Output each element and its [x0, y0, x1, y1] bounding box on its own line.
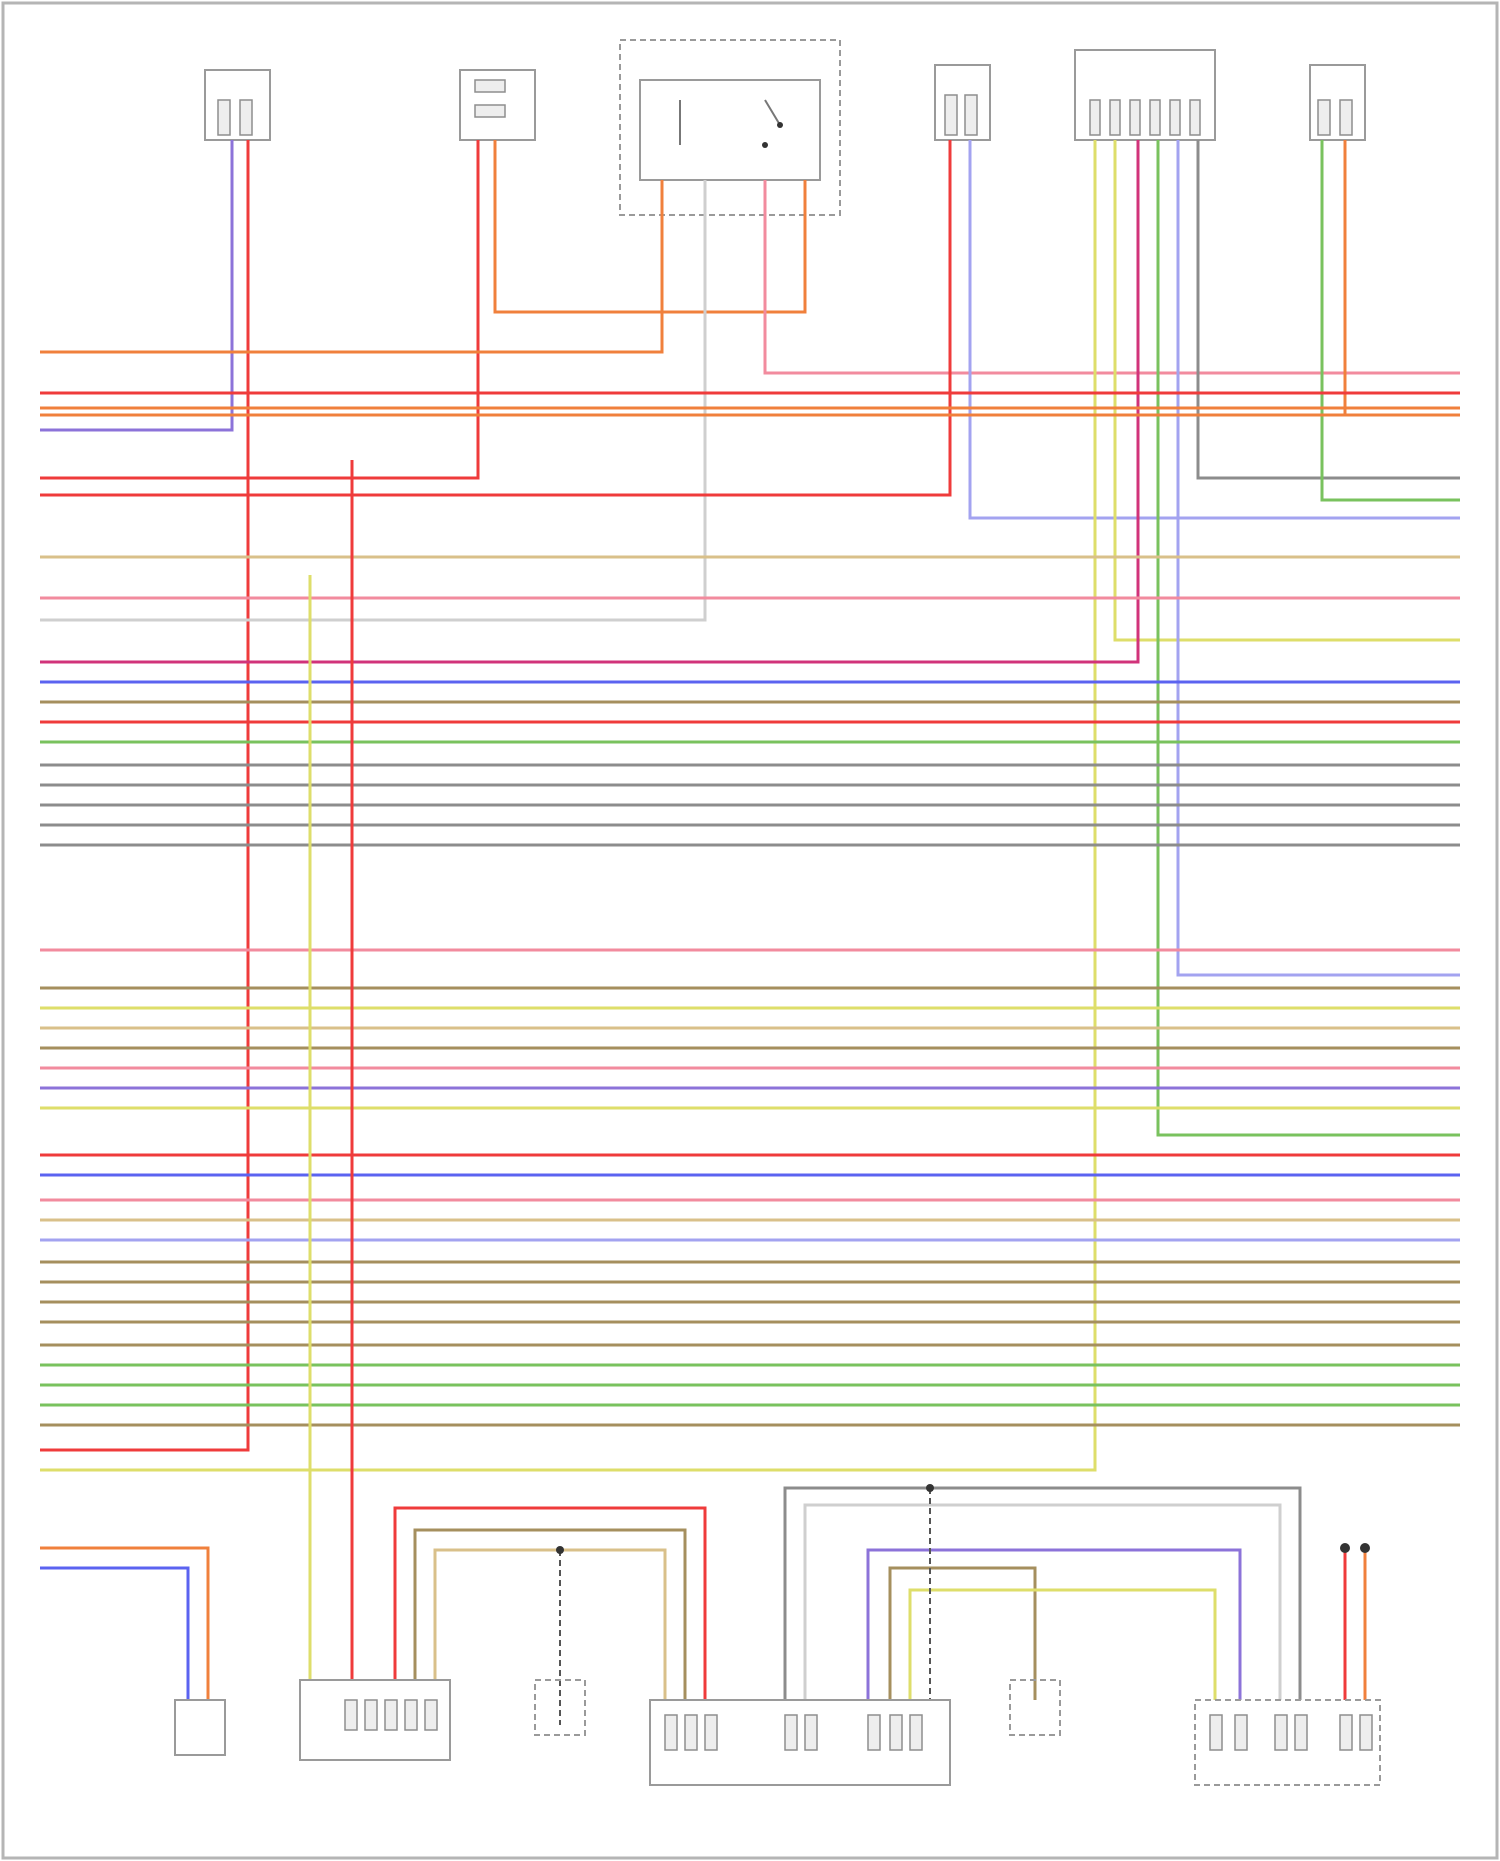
bottom-component-4 — [650, 1700, 950, 1785]
wire-orange-left — [40, 1548, 208, 1700]
wire-blue-top4 — [970, 140, 1460, 518]
wire-yellow-top5b — [1115, 140, 1460, 640]
wire-blue-left — [40, 1568, 188, 1700]
wire-lightgray-frame — [805, 1505, 1280, 1700]
wire-yellow-frame — [910, 1590, 1215, 1700]
bottom-component-2 — [300, 1680, 450, 1760]
top-component-4 — [935, 65, 990, 140]
wire-tan-loop — [435, 1550, 665, 1700]
wire-gray-top3 — [40, 180, 705, 620]
splice-point — [926, 1484, 934, 1492]
splice-point — [1340, 1543, 1350, 1553]
wire-red-top2 — [40, 140, 478, 478]
wire-purple-frame — [868, 1550, 1240, 1700]
wire-pink-top3 — [765, 180, 1460, 373]
diagram-border — [3, 3, 1497, 1858]
wire-gray-frame — [785, 1488, 1300, 1700]
wire-green-top5 — [1158, 140, 1460, 1135]
wire-brown-loop — [415, 1530, 685, 1700]
top-component-5 — [1075, 50, 1215, 140]
wire-red-loop — [395, 1508, 705, 1700]
wire-magenta-top5 — [40, 140, 1138, 662]
splice-point — [1360, 1543, 1370, 1553]
horizontal-bus — [40, 393, 1460, 1425]
wire-orange-top3a — [40, 180, 662, 352]
bottom-component-6 — [1195, 1700, 1380, 1785]
bottom-component-1 — [175, 1700, 225, 1755]
bottom-component-3 — [535, 1680, 585, 1735]
top-component-1 — [205, 70, 270, 140]
wire-green-top6 — [1322, 140, 1460, 500]
wire-gray-top5 — [1198, 140, 1460, 478]
wire-purple-top1 — [40, 140, 232, 430]
top-component-2 — [460, 70, 535, 140]
wire-red-top1 — [40, 140, 248, 1450]
top-component-6 — [1310, 65, 1365, 140]
splice-point — [556, 1546, 564, 1554]
top-component-3 — [620, 40, 840, 215]
